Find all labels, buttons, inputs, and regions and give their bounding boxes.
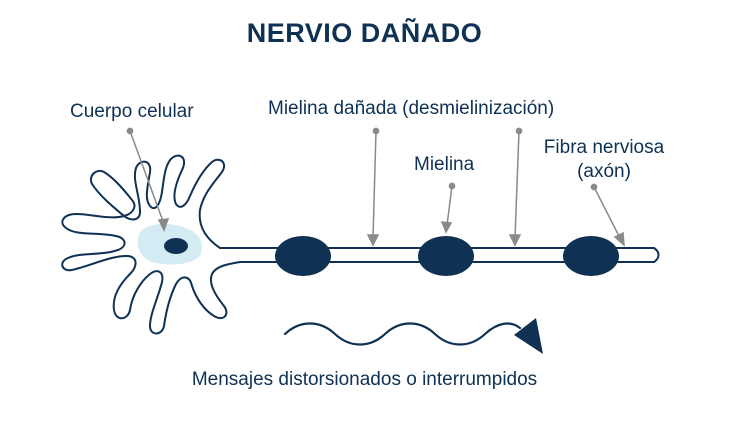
label-damaged-myelin: Mielina dañada (desmielinización)	[268, 98, 555, 119]
distorted-message-wave	[283, 322, 522, 346]
label-nerve-fiber-line1: Fibra nerviosa	[543, 137, 665, 158]
label-messages: Mensajes distorsionados o interrumpidos	[191, 369, 538, 390]
label-myelin: Mielina	[414, 154, 475, 175]
label-nerve-fiber-line2: (axón)	[577, 161, 631, 182]
myelin-sheath-2	[418, 236, 474, 276]
pointer-lines	[126, 127, 625, 247]
myelin-sheaths	[275, 236, 619, 276]
label-cell-body: Cuerpo celular	[70, 101, 194, 122]
label-nerve-fiber: Fibra nerviosa (axón)	[520, 136, 688, 184]
nucleus	[164, 238, 188, 254]
arrow-head-icon	[514, 318, 543, 354]
myelin-sheath-3	[563, 236, 619, 276]
myelin-sheath-1	[275, 236, 331, 276]
page-title: NERVIO DAÑADO	[246, 18, 483, 48]
